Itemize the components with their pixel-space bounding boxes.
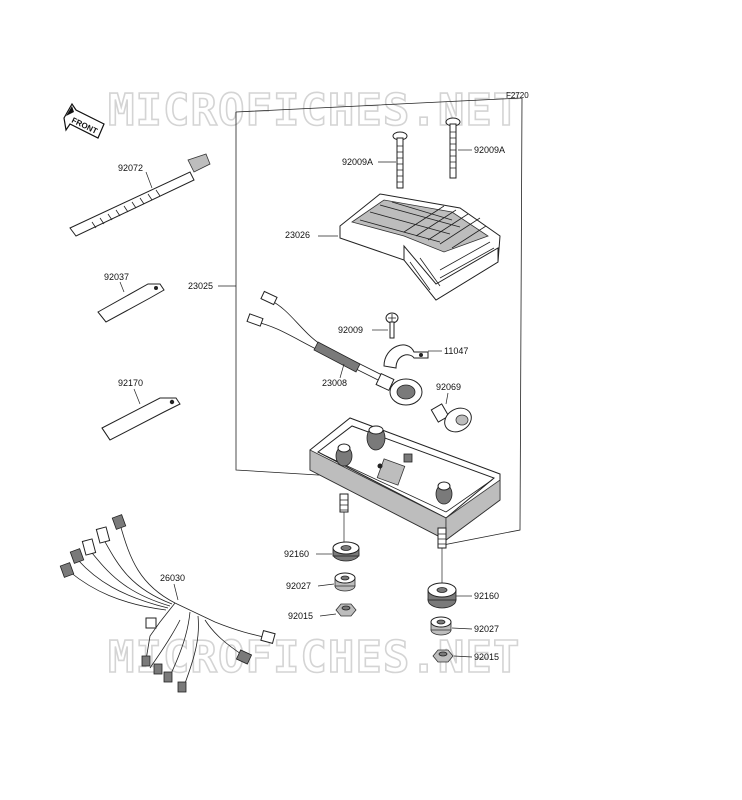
label-92069: 92069 (436, 382, 461, 392)
leader-92072 (145, 171, 153, 189)
label-92015-right: 92015 (474, 652, 499, 662)
bulb-92069-part (430, 403, 472, 433)
label-92027-right: 92027 (474, 624, 499, 634)
clamp-11047-part (383, 344, 429, 369)
label-92072: 92072 (118, 163, 143, 173)
label-92009a-left: 92009A (342, 157, 373, 167)
label-11047: 11047 (444, 346, 468, 356)
leader-92069 (445, 392, 449, 405)
label-23025: 23025 (188, 281, 213, 291)
leader-23008 (339, 363, 345, 379)
clamp-92170-part (101, 397, 181, 441)
watermark-top: MICROFICHES.NET (108, 85, 520, 136)
label-92027-left: 92027 (286, 581, 311, 591)
cable-tie-part (69, 153, 211, 237)
figure-code: F2720 (506, 91, 529, 100)
leader-92170 (133, 388, 141, 405)
label-23026: 23026 (285, 230, 310, 240)
collar-92027-left-part (334, 572, 356, 592)
label-26030: 26030 (160, 573, 185, 583)
leader-92027-left (317, 583, 335, 587)
screw-92009a-left-part (392, 131, 408, 189)
label-92170: 92170 (118, 378, 143, 388)
label-23008: 23008 (322, 378, 347, 388)
nut-92015-right-part (432, 649, 454, 663)
grommet-92160-right-part (427, 582, 457, 609)
label-92160-left: 92160 (284, 549, 309, 559)
leader-26030 (173, 583, 179, 601)
lamp-housing-base-part (309, 417, 501, 549)
bulb-socket-wires-part (246, 290, 423, 406)
leader-92037 (119, 281, 125, 293)
label-92160-right: 92160 (474, 591, 499, 601)
leader-92027-right (451, 627, 473, 630)
label-92009: 92009 (338, 325, 363, 335)
grommet-92160-left-part (332, 541, 360, 562)
nut-92015-left-part (335, 603, 357, 617)
label-92009a-right: 92009A (474, 145, 505, 155)
front-arrow-icon: FRONT (63, 102, 105, 139)
collar-92027-right-part (430, 616, 452, 636)
leader-92015-left (319, 613, 337, 617)
wiring-harness-part (59, 514, 276, 693)
lens-cover-part (339, 193, 501, 301)
leader-92015-right (453, 655, 473, 658)
screw-92009a-right-part (445, 117, 461, 179)
clamp-92037-part (97, 283, 165, 323)
label-92015-left: 92015 (288, 611, 313, 621)
label-92037: 92037 (104, 272, 129, 282)
screw-92009-part (385, 312, 399, 339)
